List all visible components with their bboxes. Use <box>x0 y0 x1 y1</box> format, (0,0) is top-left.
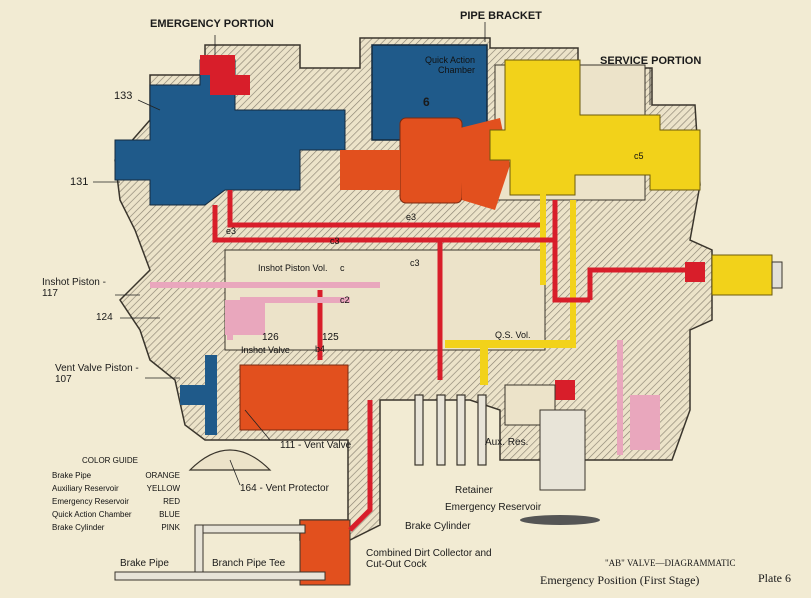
label-126: 126 <box>262 332 279 343</box>
label-inshot-piston-vol: Inshot Piston Vol. <box>258 263 328 273</box>
label-port-c3: c3 <box>330 236 340 246</box>
label-port-e3b: e3 <box>406 212 417 222</box>
label-vent-protector: 164 - Vent Protector <box>240 483 329 494</box>
label-brake-pipe: Brake Pipe <box>120 558 169 569</box>
label-inshot-piston: Inshot Piston - 117 <box>42 277 106 299</box>
label-valve-diagrammatic: "AB" VALVE—DIAGRAMMATIC <box>605 558 736 568</box>
label-131: 131 <box>70 176 89 188</box>
label-dirt-collector: Combined Dirt Collector and Cut-Out Cock <box>366 548 492 570</box>
label-port-c5: c5 <box>634 151 644 161</box>
emergency-red-cap <box>200 55 250 95</box>
label-retainer: Retainer <box>455 485 493 496</box>
vent-valve <box>239 364 349 431</box>
label-124: 124 <box>96 312 113 323</box>
label-emergency-reservoir: Emergency Reservoir <box>445 502 542 513</box>
label-vent-valve: 111 - Vent Valve <box>280 440 352 451</box>
label-port-c3b: c3 <box>410 258 420 268</box>
label-quick-action-chamber: Quick Action Chamber <box>424 55 475 75</box>
label-aux-res: Aux. Res. <box>485 437 529 448</box>
label-port-c: c <box>340 263 345 273</box>
label-port-c2: c2 <box>340 295 350 305</box>
label-125: 125 <box>322 332 339 343</box>
label-emergency-portion: EMERGENCY PORTION <box>150 18 274 30</box>
label-emergency-position: Emergency Position (First Stage) <box>540 573 700 587</box>
emergency-reservoir-lines <box>212 190 690 532</box>
label-port-b4: b4 <box>315 344 326 354</box>
label-branch-pipe-tee: Branch Pipe Tee <box>212 558 286 569</box>
color-guide-title: COLOR GUIDE <box>82 456 139 465</box>
label-vent-valve-piston: Vent Valve Piston - 107 <box>55 363 139 385</box>
label-pipe-bracket: PIPE BRACKET <box>460 10 542 22</box>
label-133: 133 <box>114 90 133 102</box>
label-port-e3: e3 <box>226 226 237 236</box>
label-qs-vol: Q.S. Vol. <box>495 330 531 340</box>
label-num-6: 6 <box>423 95 430 109</box>
aux-reservoir-area <box>489 59 701 196</box>
label-inshot-valve: Inshot Valve <box>241 345 290 355</box>
label-service-portion: SERVICE PORTION <box>600 55 702 67</box>
label-plate: Plate 6 <box>758 571 791 585</box>
label-brake-cylinder: Brake Cylinder <box>405 521 471 532</box>
brake-pipe-chamber <box>399 117 463 204</box>
